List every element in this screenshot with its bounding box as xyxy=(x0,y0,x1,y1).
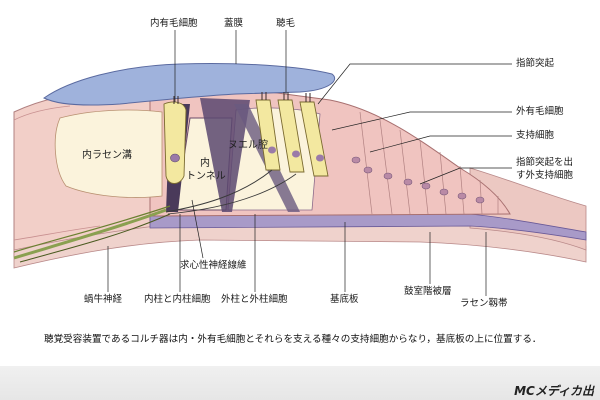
label-inner-spiral-sulcus: 内ラセン溝 xyxy=(82,150,132,161)
outer-supporting-cells xyxy=(359,111,499,215)
inner-hair-cell xyxy=(163,101,187,184)
label-spiral-ligament: ラセン靱帯 xyxy=(460,298,508,309)
basilar-membrane-shape xyxy=(149,213,587,241)
label-phalangeal-process: 指節突起 xyxy=(516,58,555,69)
label-outer-supporting-cell-1: 指節突起を出 xyxy=(516,157,574,168)
label-supporting-cell: 支持細胞 xyxy=(516,130,555,141)
footer-band xyxy=(0,366,600,400)
label-inner-hair-cell: 内有毛細胞 xyxy=(150,18,198,29)
label-outer-supporting-cell-2: す外支持細胞 xyxy=(516,170,574,181)
tectorial-membrane xyxy=(43,62,336,106)
label-afferent-nerve-fiber: 求心性神経線維 xyxy=(180,260,247,271)
label-tympanic-covering-layer: 鼓室階被層 xyxy=(404,286,452,297)
inner-spiral-sulcus-space xyxy=(54,109,163,198)
cochlear-nerve-fibers xyxy=(13,169,297,263)
label-nuel-space: ヌエル腔 xyxy=(228,140,268,151)
outer-hair-cells xyxy=(255,99,329,177)
label-tectorial-membrane: 蓋膜 xyxy=(224,18,244,29)
label-inner-tunnel-1: 内 xyxy=(200,158,210,169)
supporting-cell-nuclei xyxy=(351,156,485,204)
label-basilar-membrane: 基底板 xyxy=(330,294,359,305)
label-outer-pillar: 外柱と外柱細胞 xyxy=(221,294,288,305)
label-inner-pillar: 内柱と内柱細胞 xyxy=(144,294,211,305)
leader-lines xyxy=(107,30,512,296)
label-outer-hair-cell: 外有毛細胞 xyxy=(516,106,564,117)
label-stereocilia: 聴毛 xyxy=(276,18,296,29)
label-cochlear-nerve: 蝸牛神経 xyxy=(84,294,123,305)
lower-tissue-band xyxy=(13,221,587,269)
label-inner-tunnel-2: トンネル xyxy=(186,171,226,182)
publisher-logo: MCメディカ出 xyxy=(514,384,594,398)
stereocilia xyxy=(173,92,311,104)
figure-caption: 聴覚受容装置であるコルチ器は内・外有毛細胞とそれらを支える種々の支持細胞からなり… xyxy=(44,334,542,345)
